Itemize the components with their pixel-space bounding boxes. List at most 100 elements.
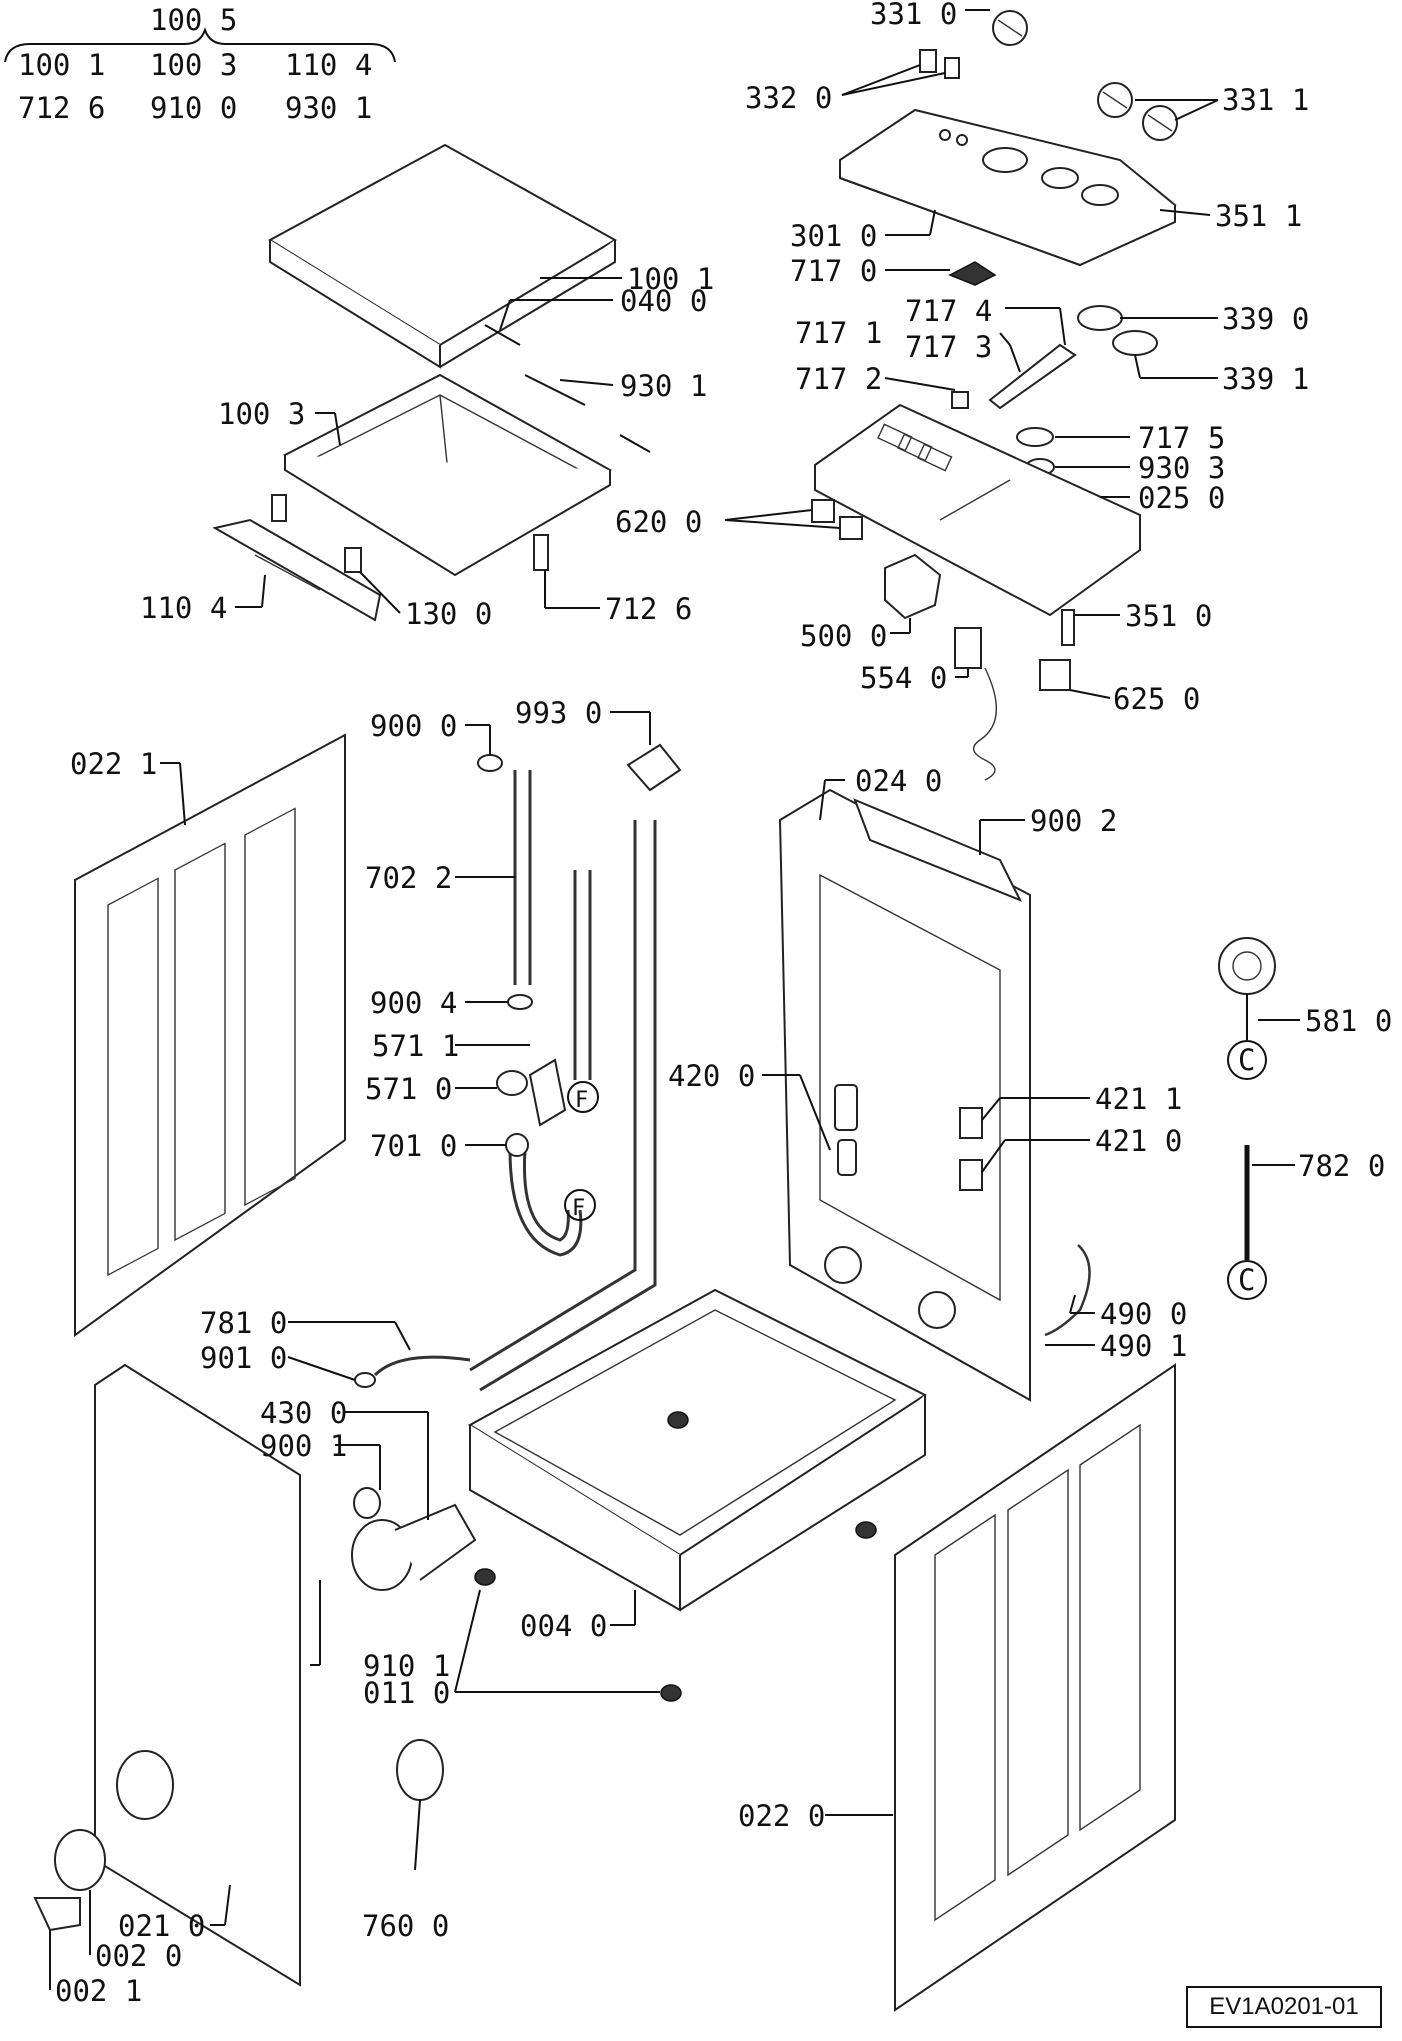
callout-label: 717 3 (905, 330, 992, 364)
callout-label: 782 0 (1298, 1149, 1385, 1183)
callout-label: 901 0 (200, 1341, 287, 1375)
switch-part (988, 343, 1077, 410)
part-554-0 (954, 627, 997, 781)
bracket-label: 910 0 (150, 91, 237, 125)
callout-label: 351 0 (1125, 599, 1212, 633)
callout-label: 022 0 (738, 1799, 825, 1833)
callout-label: 351 1 (1215, 199, 1302, 233)
callout-label: 717 4 (905, 294, 992, 328)
callout-label: 110 4 (140, 591, 227, 625)
callout-label: 581 0 (1305, 1004, 1392, 1038)
diagram-reference-code: EV1A0201-01 (1186, 1986, 1382, 2028)
callout-label: 339 1 (1222, 362, 1309, 396)
hose-781 (373, 1355, 471, 1377)
door-parts (33, 1829, 106, 1932)
callout-label: 620 0 (615, 505, 702, 539)
callout-label: 490 1 (1100, 1329, 1187, 1363)
top-lid-part (268, 143, 617, 369)
disc-parts (1077, 305, 1158, 356)
callout-label: 420 0 (668, 1059, 755, 1093)
callout-label: 930 3 (1138, 451, 1225, 485)
callout-label: 701 0 (370, 1129, 457, 1163)
callout-label: 781 0 (200, 1306, 287, 1340)
button-parts (919, 49, 960, 79)
small-part-717-2 (951, 391, 969, 409)
cable-part-490 (1044, 1244, 1091, 1337)
callout-label: 717 2 (795, 362, 882, 396)
part-900-0 (477, 754, 503, 772)
light-pipe-part (948, 261, 997, 286)
bracket-label: 100 1 (18, 48, 105, 82)
callout-label: 100 1 (627, 262, 714, 296)
knob-parts (992, 10, 1178, 141)
hose-parts (469, 770, 657, 1392)
left-side-panel-part (74, 733, 346, 1337)
callout-label: 900 4 (370, 986, 457, 1020)
callout-label: 554 0 (860, 661, 947, 695)
rear-panel-part (778, 788, 1031, 1402)
leader-lines (49, 9, 1300, 1990)
callout-label: 910 1 (363, 1649, 450, 1683)
callout-label: 331 0 (870, 0, 957, 31)
part-993-0 (626, 743, 682, 792)
callout-label: 025 0 (1138, 481, 1225, 515)
bracket-label: 712 6 (18, 91, 105, 125)
callout-label: 004 0 (520, 1609, 607, 1643)
connector-circles: C C F F (564, 1040, 1267, 1300)
callout-label: 002 0 (95, 1939, 182, 1973)
callout-label: 490 0 (1100, 1297, 1187, 1331)
filter-part (396, 1739, 444, 1801)
callout-label: 500 0 (800, 619, 887, 653)
part-625-0 (1039, 659, 1071, 691)
front-panel-part (94, 1363, 301, 1987)
feet-parts (474, 1411, 877, 1702)
connector-letter: C (1238, 1043, 1255, 1077)
small-clips (271, 494, 549, 573)
connector-letter: C (1238, 1263, 1255, 1297)
part-351-0 (1061, 609, 1075, 646)
callout-label: 712 6 (605, 592, 692, 626)
callout-label: 717 5 (1138, 421, 1225, 455)
callout-label: 625 0 (1113, 682, 1200, 716)
callout-label: 900 1 (260, 1429, 347, 1463)
control-panel-part (839, 108, 1177, 267)
callout-label: 100 3 (218, 397, 305, 431)
callout-label: 717 0 (790, 254, 877, 288)
callout-label: 900 2 (1030, 804, 1117, 838)
callout-label: 011 0 (363, 1676, 450, 1710)
bracket-label: 110 4 (285, 48, 372, 82)
callout-label: 021 0 (118, 1909, 205, 1943)
bracket-brace (4, 27, 396, 63)
valve-parts (496, 1058, 567, 1127)
callout-label: 930 1 (620, 369, 707, 403)
callout-label: 130 0 (405, 597, 492, 631)
electronic-board-part (814, 403, 1141, 617)
capacitor-parts (834, 1084, 858, 1176)
callout-label: 332 0 (745, 81, 832, 115)
part-500-0 (884, 553, 942, 620)
callout-label: 571 0 (365, 1072, 452, 1106)
callout-label: 421 0 (1095, 1124, 1182, 1158)
part-900-4 (507, 994, 533, 1010)
callout-label: 002 1 (55, 1974, 142, 2008)
callout-label: 717 1 (795, 316, 882, 350)
callout-label: 301 0 (790, 219, 877, 253)
callout-label: 421 1 (1095, 1082, 1182, 1116)
callout-label: 022 1 (70, 747, 157, 781)
bracket-label: 100 3 (150, 48, 237, 82)
callout-label: 339 0 (1222, 302, 1309, 336)
pump-part (351, 1487, 477, 1591)
top-frame-part (282, 373, 613, 577)
bracket-top-label: 100 5 (150, 3, 237, 37)
callout-label: 760 0 (362, 1909, 449, 1943)
right-side-panel-part (894, 1363, 1176, 2012)
rod-parts (484, 324, 651, 453)
callout-label: 040 0 (620, 284, 707, 318)
bracket-label: 930 1 (285, 91, 372, 125)
front-trim-part (212, 518, 382, 622)
callout-label: 993 0 (515, 696, 602, 730)
callout-label: 024 0 (855, 764, 942, 798)
bracket-group: 100 5 100 1 100 3 110 4 712 6 910 0 930 … (4, 3, 396, 125)
callout-label: 702 2 (365, 861, 452, 895)
